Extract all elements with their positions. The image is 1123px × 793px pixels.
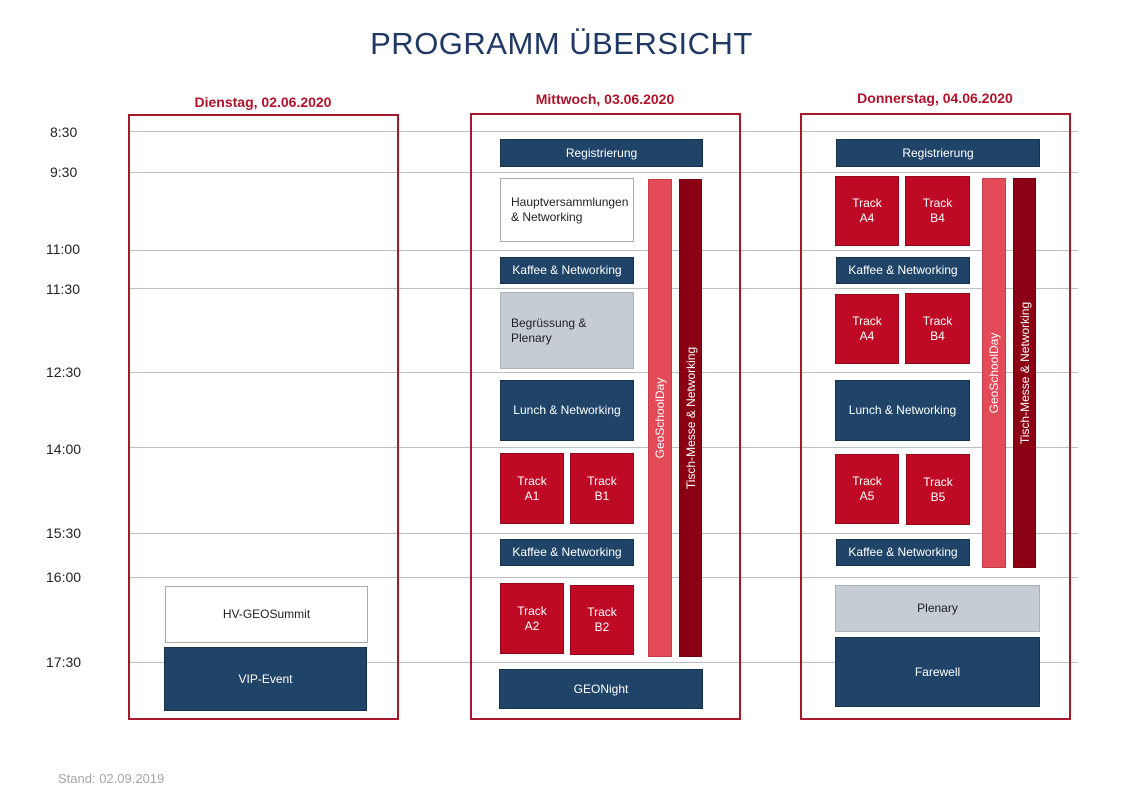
grid-line-1230 <box>128 372 1078 373</box>
footer-stand: Stand: 02.09.2019 <box>58 771 165 786</box>
event-hv-geosummit: HV-GEOSummit <box>165 586 368 643</box>
event-hauptversammlungen: Hauptversammlungen & Networking <box>500 178 634 242</box>
time-label: 8:30 <box>50 124 78 140</box>
bar-geoschoolday: GeoSchoolDay <box>982 178 1006 568</box>
event-track-a5: Track A5 <box>835 454 899 524</box>
grid-line-1400 <box>128 447 1078 448</box>
event-track-a2: Track A2 <box>500 583 564 654</box>
grid-line-1100 <box>128 250 1078 251</box>
event-track-a4: Track A4 <box>835 294 899 364</box>
event-geonight: GEONight <box>499 669 703 709</box>
event-kaffee-networking: Kaffee & Networking <box>500 257 634 284</box>
day-title-wednesday: Mittwoch, 03.06.2020 <box>535 91 675 107</box>
grid-line-0930 <box>128 172 1078 173</box>
bar-geoschoolday-label: GeoSchoolDay <box>987 332 1001 414</box>
event-registrierung: Registrierung <box>836 139 1040 167</box>
event-farewell: Farewell <box>835 637 1040 707</box>
grid-line-1730 <box>128 662 1078 663</box>
time-label: 11:00 <box>46 241 80 257</box>
page-title: PROGRAMM ÜBERSICHT <box>370 26 753 61</box>
event-track-b4: Track B4 <box>905 293 970 364</box>
time-label: 17:30 <box>46 654 82 670</box>
event-track-b2: Track B2 <box>570 585 634 655</box>
time-label: 14:00 <box>46 441 82 457</box>
bar-tisch-messe: Tisch-Messe & Networking <box>679 179 702 657</box>
grid-line-1600 <box>128 577 1078 578</box>
day-box-tuesday <box>128 114 399 720</box>
grid-line-1130 <box>128 288 1078 289</box>
bar-geoschoolday: GeoSchoolDay <box>648 179 672 657</box>
day-title-tuesday: Dienstag, 02.06.2020 <box>194 94 332 110</box>
event-registrierung: Registrierung <box>500 139 703 167</box>
event-lunch-networking: Lunch & Networking <box>835 380 970 441</box>
event-track-b4: Track B4 <box>905 176 970 246</box>
event-plenary: Plenary <box>835 585 1040 632</box>
event-track-a1: Track A1 <box>500 453 564 524</box>
grid-line-1530 <box>128 533 1078 534</box>
day-box-wednesday <box>470 113 741 720</box>
event-track-b1: Track B1 <box>570 453 634 524</box>
time-label: 9:30 <box>50 164 78 180</box>
event-kaffee-networking: Kaffee & Networking <box>836 539 970 566</box>
event-track-b5: Track B5 <box>906 454 970 525</box>
grid-line-0830 <box>128 131 1078 132</box>
time-label: 11:30 <box>46 281 80 297</box>
event-lunch-networking: Lunch & Networking <box>500 380 634 441</box>
bar-tisch-messe-label: Tisch-Messe & Networking <box>1017 301 1032 445</box>
day-title-thursday: Donnerstag, 04.06.2020 <box>857 90 1013 106</box>
event-kaffee-networking: Kaffee & Networking <box>836 257 970 284</box>
bar-tisch-messe: Tisch-Messe & Networking <box>1013 178 1036 568</box>
event-vip-event: VIP-Event <box>164 647 367 711</box>
event-kaffee-networking: Kaffee & Networking <box>500 539 634 566</box>
bar-geoschoolday-label: GeoSchoolDay <box>653 377 667 459</box>
time-label: 16:00 <box>46 569 82 585</box>
day-box-thursday <box>800 113 1071 720</box>
time-label: 12:30 <box>46 364 82 380</box>
time-label: 15:30 <box>46 525 82 541</box>
event-track-a4: Track A4 <box>835 176 899 246</box>
event-begruessung-plenary: Begrüssung & Plenary <box>500 292 634 369</box>
bar-tisch-messe-label: Tisch-Messe & Networking <box>683 346 698 490</box>
